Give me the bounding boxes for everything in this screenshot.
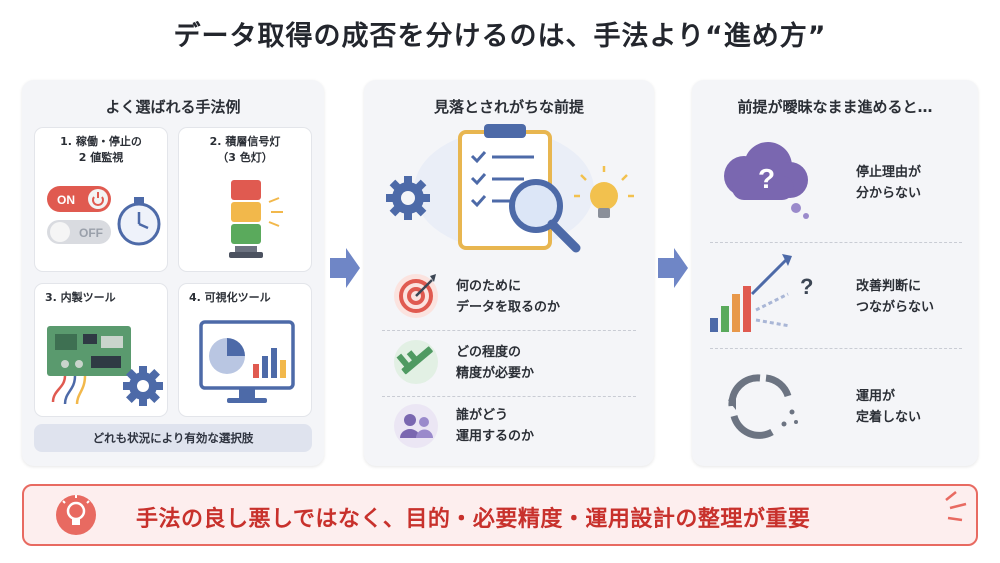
caliper-icon bbox=[394, 340, 438, 384]
question-cloud-icon: ? bbox=[724, 142, 809, 219]
method-card-label: 3. 内製ツール bbox=[45, 291, 116, 304]
stopwatch-icon bbox=[117, 197, 161, 246]
method-card-visualization-tool: 4. 可視化ツール bbox=[178, 283, 312, 417]
gear-icon bbox=[123, 366, 163, 406]
circuit-board-icon bbox=[47, 326, 131, 405]
consequence-item-improvement: 改善判断に つながらない bbox=[856, 279, 935, 315]
premise-item-accuracy: どの程度の 精度が必要か bbox=[456, 345, 535, 381]
broken-cycle-icon bbox=[728, 374, 798, 439]
conclusion-text: 手法の良し悪しではなく、目的・必要精度・運用設計の整理が重要 bbox=[136, 507, 811, 532]
methods-footer-note: どれも状況により有効な選択肢 bbox=[34, 424, 312, 452]
people-icon bbox=[394, 404, 438, 448]
methods-panel-title: よく選ばれる手法例 bbox=[105, 98, 241, 116]
consequence-item-adoption: 運用が 定着しない bbox=[856, 389, 922, 425]
bar-chart-question-icon: ? bbox=[710, 254, 813, 332]
premises-panel-title: 見落とされがちな前提 bbox=[433, 98, 584, 116]
magnifier-icon bbox=[509, 179, 581, 253]
method-card-binary-monitoring: 1. 稼働・停止の 2 値監視 ON OFF bbox=[34, 127, 168, 272]
divider bbox=[382, 330, 636, 331]
target-icon bbox=[394, 274, 438, 318]
consequences-panel: 前提が曖昧なまま進めると… ? 停止理由が 分からない ? 改善判断に つながら… bbox=[692, 80, 978, 466]
method-card-signal-tower: 2. 積層信号灯 （3 色灯） bbox=[178, 127, 312, 272]
signal-tower-icon bbox=[229, 180, 283, 258]
method-card-label: 2. 積層信号灯 （3 色灯） bbox=[209, 135, 281, 164]
consequences-panel-title: 前提が曖昧なまま進めると… bbox=[737, 98, 933, 116]
method-card-label: 4. 可視化ツール bbox=[189, 291, 271, 304]
svg-text:ON: ON bbox=[57, 193, 75, 207]
light-bulb-icon bbox=[56, 495, 96, 535]
premises-panel: 見落とされがちな前提 bbox=[364, 80, 654, 466]
svg-text:?: ? bbox=[758, 163, 775, 194]
divider bbox=[382, 396, 636, 397]
divider bbox=[710, 242, 962, 243]
page-title: データ取得の成否を分けるのは、手法より“進め方” bbox=[173, 21, 827, 52]
premise-item-operation: 誰がどう 運用するのか bbox=[456, 408, 535, 444]
gear-icon bbox=[386, 176, 430, 220]
consequence-item-stop-reason: 停止理由が 分からない bbox=[856, 165, 922, 201]
emphasis-lines-icon bbox=[945, 491, 967, 522]
divider bbox=[710, 348, 962, 349]
conclusion-banner: 手法の良し悪しではなく、目的・必要精度・運用設計の整理が重要 bbox=[22, 484, 978, 546]
method-card-in-house-tool: 3. 内製ツール bbox=[34, 283, 168, 417]
svg-text:?: ? bbox=[800, 274, 813, 299]
arrow-right-icon bbox=[658, 248, 688, 288]
arrow-right-icon bbox=[330, 248, 360, 288]
svg-text:OFF: OFF bbox=[79, 226, 103, 240]
monitor-chart-icon bbox=[199, 320, 295, 403]
on-off-switch-icon: ON OFF bbox=[47, 186, 111, 244]
methods-panel: よく選ばれる手法例 1. 稼働・停止の 2 値監視 ON OFF 2. 積層信号… bbox=[22, 80, 324, 466]
light-bulb-icon bbox=[574, 166, 634, 218]
method-card-label: 1. 稼働・停止の 2 値監視 bbox=[60, 135, 142, 164]
premise-item-purpose: 何のために データを取るのか bbox=[456, 279, 561, 315]
